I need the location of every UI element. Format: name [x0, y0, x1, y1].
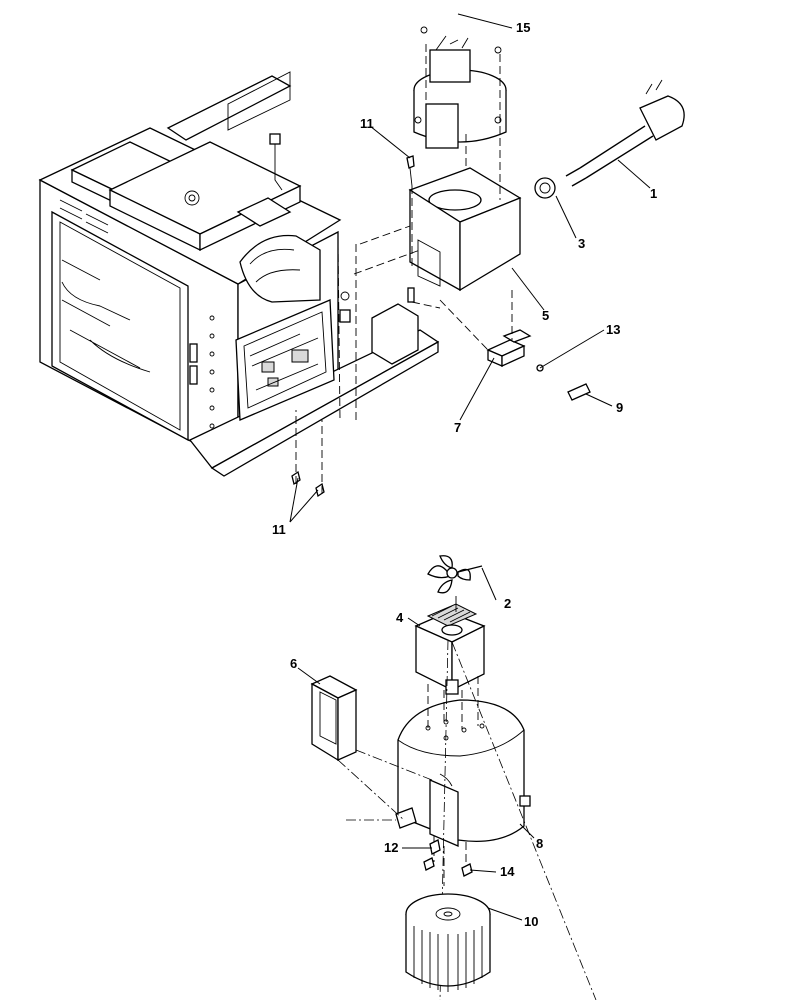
- label-15: 15: [516, 20, 530, 35]
- label-9: 9: [616, 400, 623, 415]
- label-3: 3: [578, 236, 585, 251]
- upper-blower-assembly: [413, 26, 507, 149]
- cutout-3: [534, 177, 556, 199]
- label-4: 4: [396, 610, 404, 625]
- shield-6: [310, 675, 358, 762]
- label-5: 5: [542, 308, 549, 323]
- oven-cavity-assembly: [38, 71, 440, 477]
- cavity-screw-row: [209, 315, 215, 429]
- label-6: 6: [290, 656, 297, 671]
- label-11a: 11: [360, 116, 374, 131]
- screws-14: [423, 857, 473, 877]
- label-2: 2: [504, 596, 511, 611]
- motor-4: [414, 596, 486, 695]
- leader-lines: [289, 13, 651, 921]
- label-14: 14: [500, 864, 515, 879]
- callout-labels: 15 1 3 5 13 7 9 11 11 2 4 6 8 12 14 10: [272, 20, 657, 929]
- label-7: 7: [454, 420, 461, 435]
- bracket-7: [486, 329, 532, 368]
- label-13: 13: [606, 322, 620, 337]
- label-10: 10: [524, 914, 538, 929]
- label-1: 1: [650, 186, 657, 201]
- power-cord-1: [565, 79, 685, 187]
- label-11b: 11: [272, 522, 286, 537]
- label-12: 12: [384, 840, 398, 855]
- fuse-9: [567, 383, 591, 401]
- label-8: 8: [536, 836, 543, 851]
- fan-blade-2: [427, 555, 483, 594]
- air-duct-5: [407, 167, 522, 303]
- blower-wheel-10: [405, 893, 491, 992]
- screw-11-upper: [406, 155, 415, 187]
- screw-12: [429, 839, 441, 855]
- blower-housing-8: [395, 699, 531, 847]
